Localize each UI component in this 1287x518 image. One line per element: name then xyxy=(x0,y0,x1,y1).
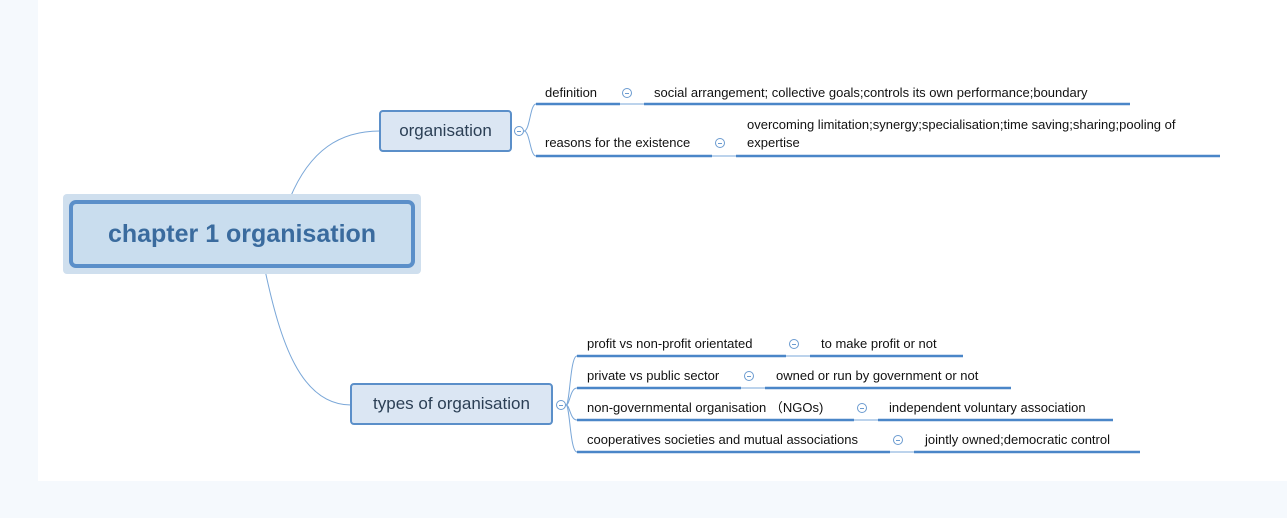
collapse-circle-icon[interactable] xyxy=(622,88,632,98)
collapse-circle-icon[interactable] xyxy=(893,435,903,445)
topic-types-label: types of organisation xyxy=(373,394,530,413)
collapse-circle-icon[interactable] xyxy=(715,138,725,148)
root-topic-label: chapter 1 organisation xyxy=(107,219,377,248)
collapse-circle-icon[interactable] xyxy=(789,339,799,349)
subtopic-cooperatives[interactable]: cooperatives societies and mutual associ… xyxy=(587,432,858,447)
collapse-circle-icon[interactable] xyxy=(857,403,867,413)
subtopic-cooperatives-detail[interactable]: jointly owned;democratic control xyxy=(925,432,1110,447)
topic-organisation-label: organisation xyxy=(399,121,492,140)
collapse-circle-icon[interactable] xyxy=(744,371,754,381)
subtopic-profit[interactable]: profit vs non-profit orientated xyxy=(587,336,753,351)
subtopic-ngos-detail[interactable]: independent voluntary association xyxy=(889,400,1086,415)
root-topic[interactable]: chapter 1 organisation xyxy=(69,200,415,268)
collapse-circle-icon[interactable] xyxy=(556,400,566,410)
subtopic-profit-detail[interactable]: to make profit or not xyxy=(821,336,937,351)
subtopic-reasons[interactable]: reasons for the existence xyxy=(545,135,691,150)
subtopic-private-public-detail[interactable]: owned or run by government or not xyxy=(776,368,979,383)
subtopic-private-public[interactable]: private vs public sector xyxy=(587,368,720,383)
topic-types-of-organisation[interactable]: types of organisation xyxy=(350,383,553,425)
collapse-circle-icon[interactable] xyxy=(514,126,524,136)
subtopic-reasons-detail[interactable]: overcoming limitation;synergy;specialisa… xyxy=(747,117,1176,150)
subtopic-ngos[interactable]: non-governmental organisation （NGOs) xyxy=(587,400,824,415)
subtopic-definition[interactable]: definition xyxy=(545,85,598,100)
subtopic-definition-detail[interactable]: social arrangement; collective goals;con… xyxy=(654,85,1088,100)
topic-organisation[interactable]: organisation xyxy=(379,110,512,152)
